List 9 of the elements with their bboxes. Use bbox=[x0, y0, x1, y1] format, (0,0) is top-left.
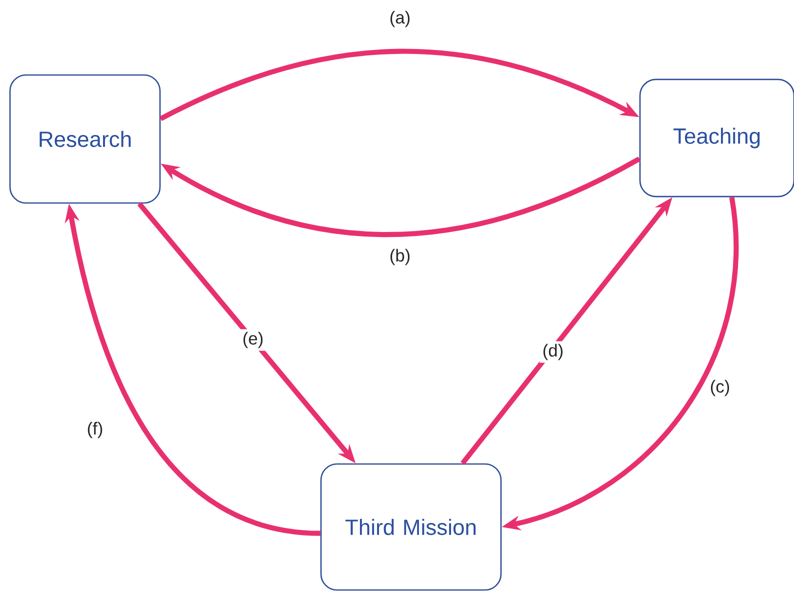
process-box: Teaching bbox=[639, 78, 794, 198]
process-box: Third Mission bbox=[320, 463, 502, 591]
edge-label: (b) bbox=[390, 248, 410, 266]
edge-label: (a) bbox=[390, 10, 410, 28]
process-box: Research bbox=[9, 74, 161, 204]
edge-label: (d) bbox=[543, 344, 563, 360]
edge-label: (e) bbox=[243, 332, 263, 348]
edge-label: (f) bbox=[88, 422, 102, 438]
edge-label: (c) bbox=[710, 380, 730, 396]
